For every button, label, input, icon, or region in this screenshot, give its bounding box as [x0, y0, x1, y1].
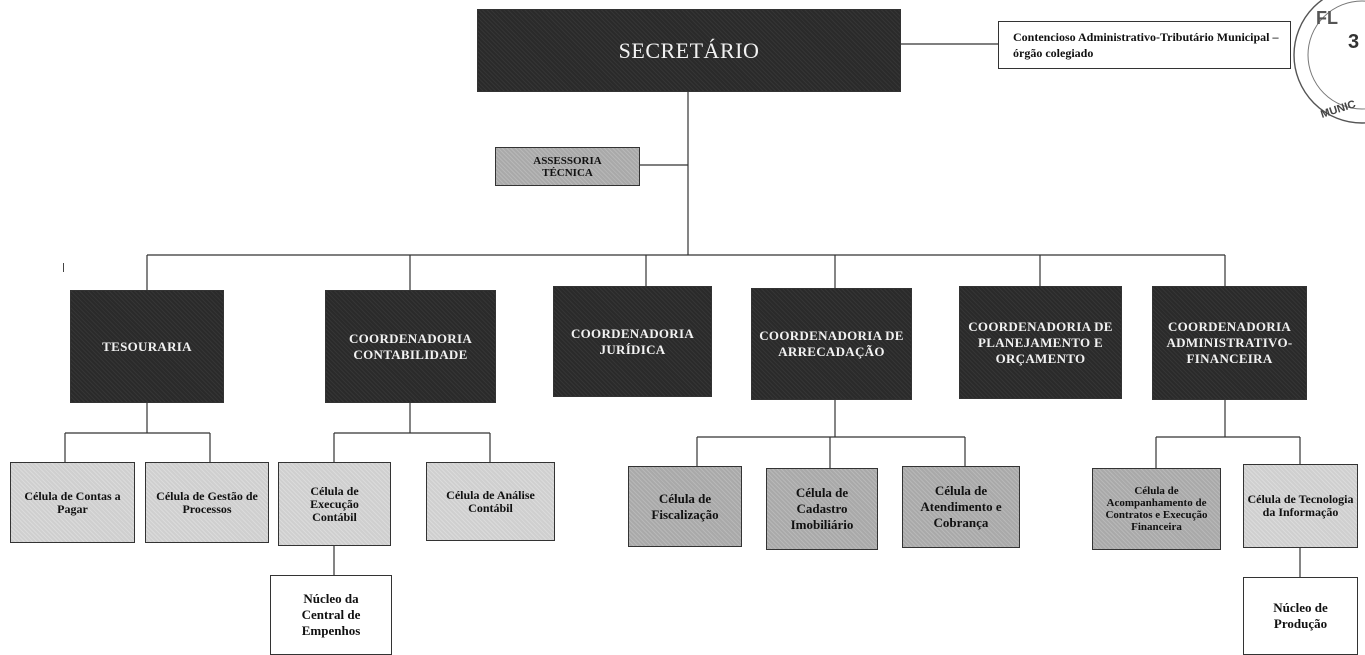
node-celula-analise-contabil: Célula de Análise Contábil — [426, 462, 555, 541]
node-celula-atendimento-cobranca-label: Célula de Atendimento e Cobrança — [920, 483, 1002, 530]
node-assessoria-tecnica: ASSESSORIA TÉCNICA — [495, 147, 640, 186]
node-celula-acompanhamento-contratos-label: Célula de Acompanhamento de Contratos e … — [1105, 485, 1208, 533]
node-celula-execucao-contabil-label: Célula de Execução Contábil — [310, 483, 359, 524]
node-celula-contas-a-pagar: Célula de Contas a Pagar — [10, 462, 135, 543]
stamp-rim-text: MUNIC — [1319, 98, 1357, 121]
node-celula-fiscalizacao: Célula de Fiscalização — [628, 466, 742, 547]
node-celula-atendimento-cobranca: Célula de Atendimento e Cobrança — [902, 466, 1020, 548]
node-tesouraria-label: TESOURARIA — [102, 338, 192, 354]
node-celula-tecnologia-informacao-label: Célula de Tecnologia da Informação — [1247, 492, 1354, 519]
node-celula-fiscalizacao-label: Célula de Fiscalização — [651, 490, 719, 522]
node-celula-gestao-processos: Célula de Gestão de Processos — [145, 462, 269, 543]
node-celula-cadastro-imobiliario: Célula de Cadastro Imobiliário — [766, 468, 878, 550]
node-celula-execucao-contabil: Célula de Execução Contábil — [278, 462, 391, 546]
node-coordenadoria-contabilidade-label: COORDENADORIA CONTABILIDADE — [348, 330, 473, 362]
node-contencioso-label: Contencioso Administrativo-Tributário Mu… — [1013, 30, 1279, 60]
node-celula-analise-contabil-label: Célula de Análise Contábil — [446, 487, 535, 515]
node-nucleo-central-empenhos: Núcleo da Central de Empenhos — [270, 575, 392, 655]
node-coordenadoria-planejamento: COORDENADORIA DE PLANEJAMENTO E ORÇAMENT… — [959, 286, 1122, 399]
node-coordenadoria-administrativo-financeira-label: COORDENADORIA ADMINISTRATIVO-FINANCEIRA — [1166, 319, 1293, 366]
node-celula-cadastro-imobiliario-label: Célula de Cadastro Imobiliário — [790, 485, 854, 532]
node-nucleo-producao: Núcleo de Produção — [1243, 577, 1358, 655]
node-assessoria-tecnica-label: ASSESSORIA TÉCNICA — [533, 154, 602, 179]
node-coordenadoria-juridica-label: COORDENADORIA JURÍDICA — [570, 325, 695, 357]
node-secretario-label: SECRETÁRIO — [618, 37, 760, 63]
node-tesouraria: TESOURARIA — [70, 290, 224, 403]
stamp-number: 3 — [1348, 31, 1359, 53]
stamp-seal: FL 3 MUNIC — [1293, 0, 1365, 124]
node-secretario: SECRETÁRIO — [477, 9, 901, 92]
node-celula-tecnologia-informacao: Célula de Tecnologia da Informação — [1243, 464, 1358, 548]
node-coordenadoria-planejamento-label: COORDENADORIA DE PLANEJAMENTO E ORÇAMENT… — [968, 318, 1113, 366]
node-contencioso: Contencioso Administrativo-Tributário Mu… — [998, 21, 1291, 69]
node-coordenadoria-arrecadacao: COORDENADORIA DE ARRECADAÇÃO — [751, 288, 912, 400]
node-nucleo-central-empenhos-label: Núcleo da Central de Empenhos — [301, 591, 361, 638]
node-coordenadoria-juridica: COORDENADORIA JURÍDICA — [553, 286, 712, 397]
node-nucleo-producao-label: Núcleo de Produção — [1273, 600, 1328, 631]
node-coordenadoria-contabilidade: COORDENADORIA CONTABILIDADE — [325, 290, 496, 403]
node-coordenadoria-administrativo-financeira: COORDENADORIA ADMINISTRATIVO-FINANCEIRA — [1152, 286, 1307, 400]
node-celula-acompanhamento-contratos: Célula de Acompanhamento de Contratos e … — [1092, 468, 1221, 550]
node-celula-contas-a-pagar-label: Célula de Contas a Pagar — [24, 488, 121, 516]
stamp-text: FL — [1316, 8, 1338, 28]
stray-mark — [63, 263, 64, 272]
node-coordenadoria-arrecadacao-label: COORDENADORIA DE ARRECADAÇÃO — [759, 328, 904, 359]
node-celula-gestao-processos-label: Célula de Gestão de Processos — [156, 488, 258, 516]
